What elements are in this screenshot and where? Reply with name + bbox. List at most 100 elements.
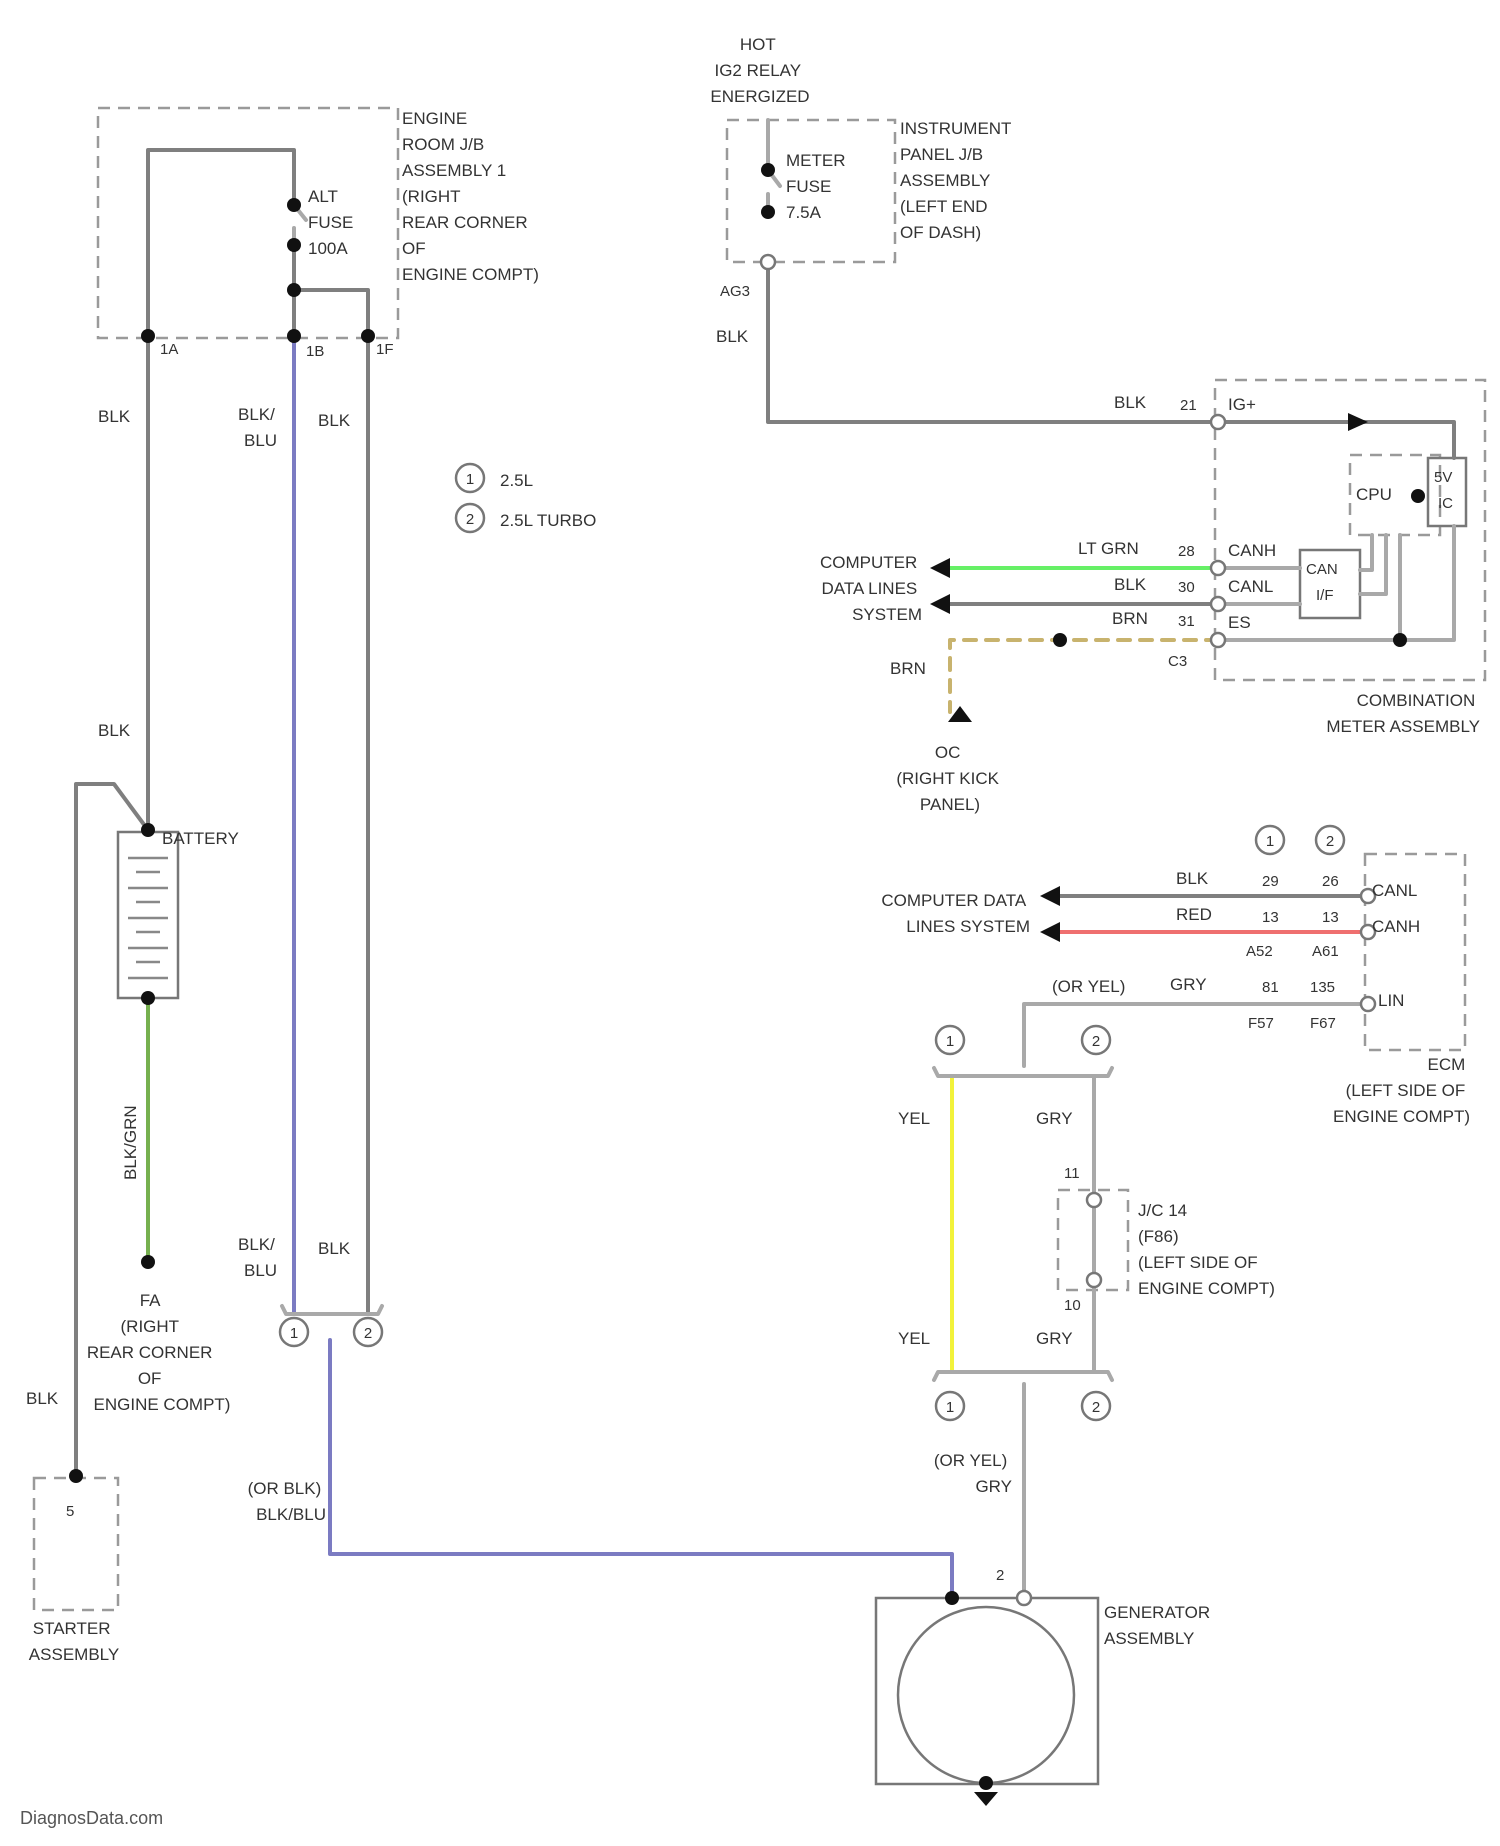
wire-blkblu-2: BLK/ BLU — [238, 1235, 280, 1280]
engine-room-jb-label: ENGINE ROOM J/B ASSEMBLY 1 (RIGHT REAR C… — [402, 109, 539, 284]
wire-gry-2: GRY — [1036, 1329, 1073, 1348]
wire-blk-3: BLK — [716, 327, 749, 346]
dot-brn-junction — [1053, 633, 1067, 647]
ecm-leg-2: 2 — [1326, 833, 1334, 850]
gen-leg-2a: 2 — [1092, 1033, 1100, 1050]
dot-gen-ground — [979, 1776, 993, 1790]
meter-fuse-label: METER FUSE 7.5A — [786, 151, 850, 222]
wire-blk-1: BLK — [98, 407, 131, 426]
watermark: DiagnosData.com — [20, 1808, 163, 1828]
cm-blk: BLK — [1114, 393, 1147, 412]
generator-symbol — [898, 1607, 1074, 1783]
instrument-jb-label: INSTRUMENT PANEL J/B ASSEMBLY (LEFT END … — [900, 119, 1016, 242]
alt-fuse-label: ALT FUSE 100A — [308, 187, 358, 258]
arrow-ltgrn — [930, 558, 950, 578]
pin-ring-jc10 — [1087, 1273, 1101, 1287]
gen-leg-2b: 2 — [1092, 1399, 1100, 1416]
combination-meter-label: COMBINATION METER ASSEMBLY — [1326, 691, 1480, 736]
dot-battery-neg — [141, 991, 155, 1005]
wire-blkgrn: BLK/GRN — [121, 1105, 140, 1180]
jc14-label: J/C 14 (F86) (LEFT SIDE OF ENGINE COMPT) — [1138, 1201, 1275, 1298]
ecm-blk: BLK — [1176, 869, 1209, 888]
pin-1b: 1B — [306, 343, 324, 360]
ecm-canl: CANL — [1372, 881, 1417, 900]
bot-leg-1: 1 — [290, 1325, 298, 1342]
cm-5v-ic: 5V IC — [1434, 469, 1457, 512]
cm-brn: BRN — [1112, 609, 1148, 628]
ecm-pin-13b: 13 — [1322, 909, 1339, 926]
wire-1f-loop — [294, 290, 368, 336]
pin-ring-ecm-lin — [1361, 997, 1375, 1011]
wire-or-blk-blkblu: (OR BLK) BLK/BLU — [248, 1479, 326, 1524]
pin-ring-cm28 — [1211, 561, 1225, 575]
starter-pin-5: 5 — [66, 1503, 74, 1520]
jc-pin-10: 10 — [1064, 1297, 1081, 1314]
cm-pin-30: 30 — [1178, 579, 1195, 596]
dot-fuse-top — [287, 198, 301, 212]
wire-blkblu-gen — [330, 1340, 952, 1598]
gen-leg-1b: 1 — [946, 1399, 954, 1416]
cm-cpu: CPU — [1356, 485, 1392, 504]
arrow-ecm-red — [1040, 922, 1060, 942]
starter-label: STARTER ASSEMBLY — [29, 1619, 119, 1664]
wire-yel-2: YEL — [898, 1329, 930, 1348]
dot-1a — [141, 329, 155, 343]
ecm-pin-26: 26 — [1322, 873, 1339, 890]
pin-ring-ag3 — [761, 255, 775, 269]
cm-ltgrn: LT GRN — [1078, 539, 1139, 558]
wire-yel-1: YEL — [898, 1109, 930, 1128]
ecm-pin-29: 29 — [1262, 873, 1279, 890]
wire-ig-inner — [1218, 422, 1454, 458]
ground-oc-label: OC (RIGHT KICK PANEL) — [896, 743, 1003, 814]
dot-es-junction — [1393, 633, 1407, 647]
ecm-or-yel: (OR YEL) — [1052, 977, 1125, 996]
comp-data-lines-2: COMPUTER DATA LINES SYSTEM — [881, 891, 1030, 936]
wires — [76, 120, 1454, 1598]
dot-meter-bottom — [761, 205, 775, 219]
wire-meter-blk — [768, 262, 1218, 422]
wire-or-yel-gry: (OR YEL) GRY — [934, 1451, 1012, 1496]
cm-pin-28: 28 — [1178, 543, 1195, 560]
arrow-ecm-blk — [1040, 886, 1060, 906]
ecm-f67: F67 — [1310, 1015, 1336, 1032]
dot-loop — [287, 283, 301, 297]
ecm-red: RED — [1176, 905, 1212, 924]
gen-pin-2: 2 — [996, 1567, 1004, 1584]
pin-ring-cm31 — [1211, 633, 1225, 647]
cm-es: ES — [1228, 613, 1251, 632]
ground-gen-arrow — [974, 1792, 998, 1806]
cm-canl: CANL — [1228, 577, 1273, 596]
pin-ring-jc11 — [1087, 1193, 1101, 1207]
ground-fa-label: FA (RIGHT REAR CORNER OF ENGINE COMPT) — [87, 1291, 231, 1414]
wire-gry-1: GRY — [1036, 1109, 1073, 1128]
wire-blkblu-1: BLK/ BLU — [238, 405, 280, 450]
legend-1-text: 2.5L — [500, 471, 533, 490]
cm-c3: C3 — [1168, 653, 1187, 670]
wire-blk-fuse-loop — [148, 150, 294, 336]
legend-1-num: 1 — [466, 471, 474, 488]
generator-box — [876, 1598, 1098, 1784]
battery-cells — [128, 858, 168, 978]
cm-pin-31: 31 — [1178, 613, 1195, 630]
generator-label: GENERATOR ASSEMBLY — [1104, 1603, 1215, 1648]
bracket-gen-top — [934, 1068, 1112, 1076]
ecm-leg-1: 1 — [1266, 833, 1274, 850]
arrow-ig-plus — [1348, 413, 1368, 431]
pin-ring-cm21 — [1211, 415, 1225, 429]
ecm-pin-81: 81 — [1262, 979, 1279, 996]
ecm-lin: LIN — [1378, 991, 1404, 1010]
gen-leg-1a: 1 — [946, 1033, 954, 1050]
wire-blk-2: BLK — [318, 411, 351, 430]
battery-label: BATTERY — [162, 829, 239, 848]
pin-ag3: AG3 — [720, 283, 750, 300]
dot-battery-pos — [141, 823, 155, 837]
arrow-blk-canl — [930, 594, 950, 614]
ecm-f57: F57 — [1248, 1015, 1274, 1032]
wire-blk-7: BLK — [318, 1239, 351, 1258]
dot-1b — [287, 329, 301, 343]
dot-1f — [361, 329, 375, 343]
dot-cpu — [1411, 489, 1425, 503]
pin-ring-cm30 — [1211, 597, 1225, 611]
dot-gen-b — [945, 1591, 959, 1605]
